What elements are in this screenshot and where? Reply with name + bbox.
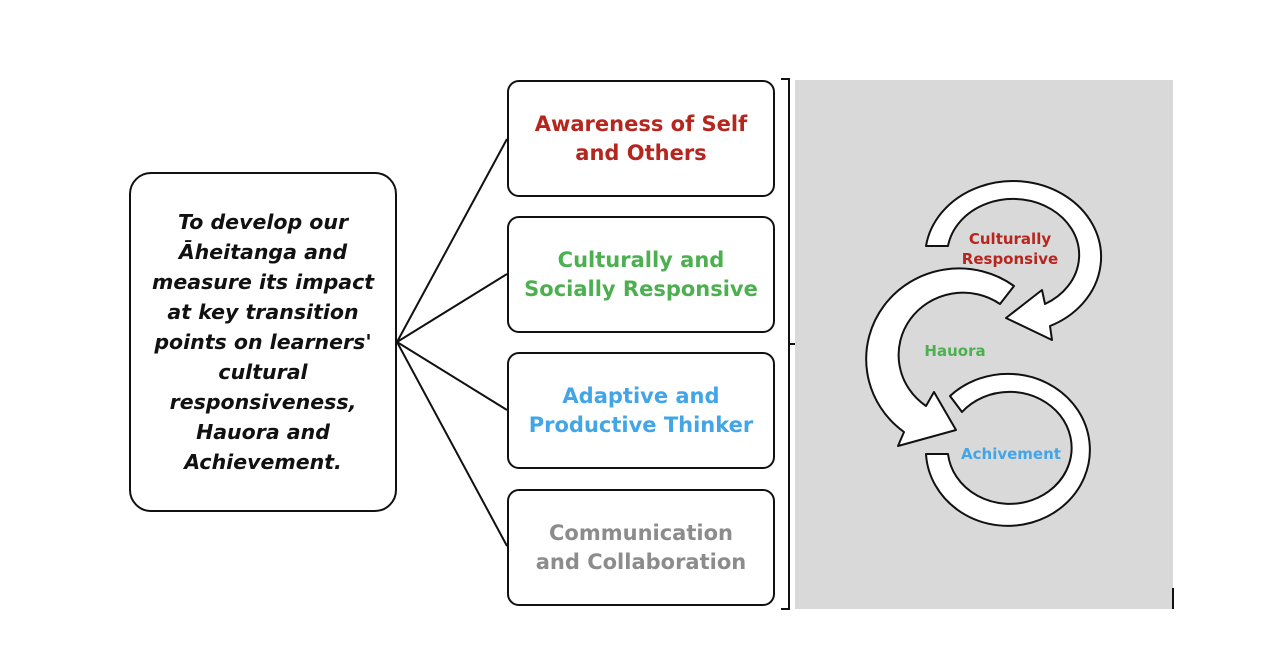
connector-line-adaptive	[396, 341, 508, 411]
pillar-label-awareness: Awareness of Self and Others	[534, 111, 748, 165]
pillar-box-awareness: Awareness of Self and Others	[507, 80, 775, 197]
pillar-box-culturally-socially: Culturally and Socially Responsive	[507, 216, 775, 333]
cycle-label-culturally-responsive: Culturally Responsive	[961, 230, 1059, 268]
cycle-label-hauora: Hauora	[924, 342, 986, 360]
connector-line-communication	[396, 341, 508, 547]
cycle-label-achievement: Achivement	[961, 445, 1061, 463]
panel-edge-mark	[1172, 588, 1174, 609]
pillar-box-adaptive: Adaptive and Productive Thinker	[507, 352, 775, 469]
connector-line-awareness	[396, 138, 508, 343]
pillar-label-communication: Communication and Collaboration	[535, 520, 747, 574]
pillar-box-communication: Communication and Collaboration	[507, 489, 775, 606]
pillar-label-culturally-socially: Culturally and Socially Responsive	[524, 247, 758, 301]
connector-line-culturally	[396, 273, 508, 343]
goal-statement-box: To develop our Āheitanga and measure its…	[129, 172, 397, 512]
pillar-label-adaptive: Adaptive and Productive Thinker	[528, 383, 754, 437]
goal-statement-text: To develop our Āheitanga and measure its…	[151, 210, 375, 474]
